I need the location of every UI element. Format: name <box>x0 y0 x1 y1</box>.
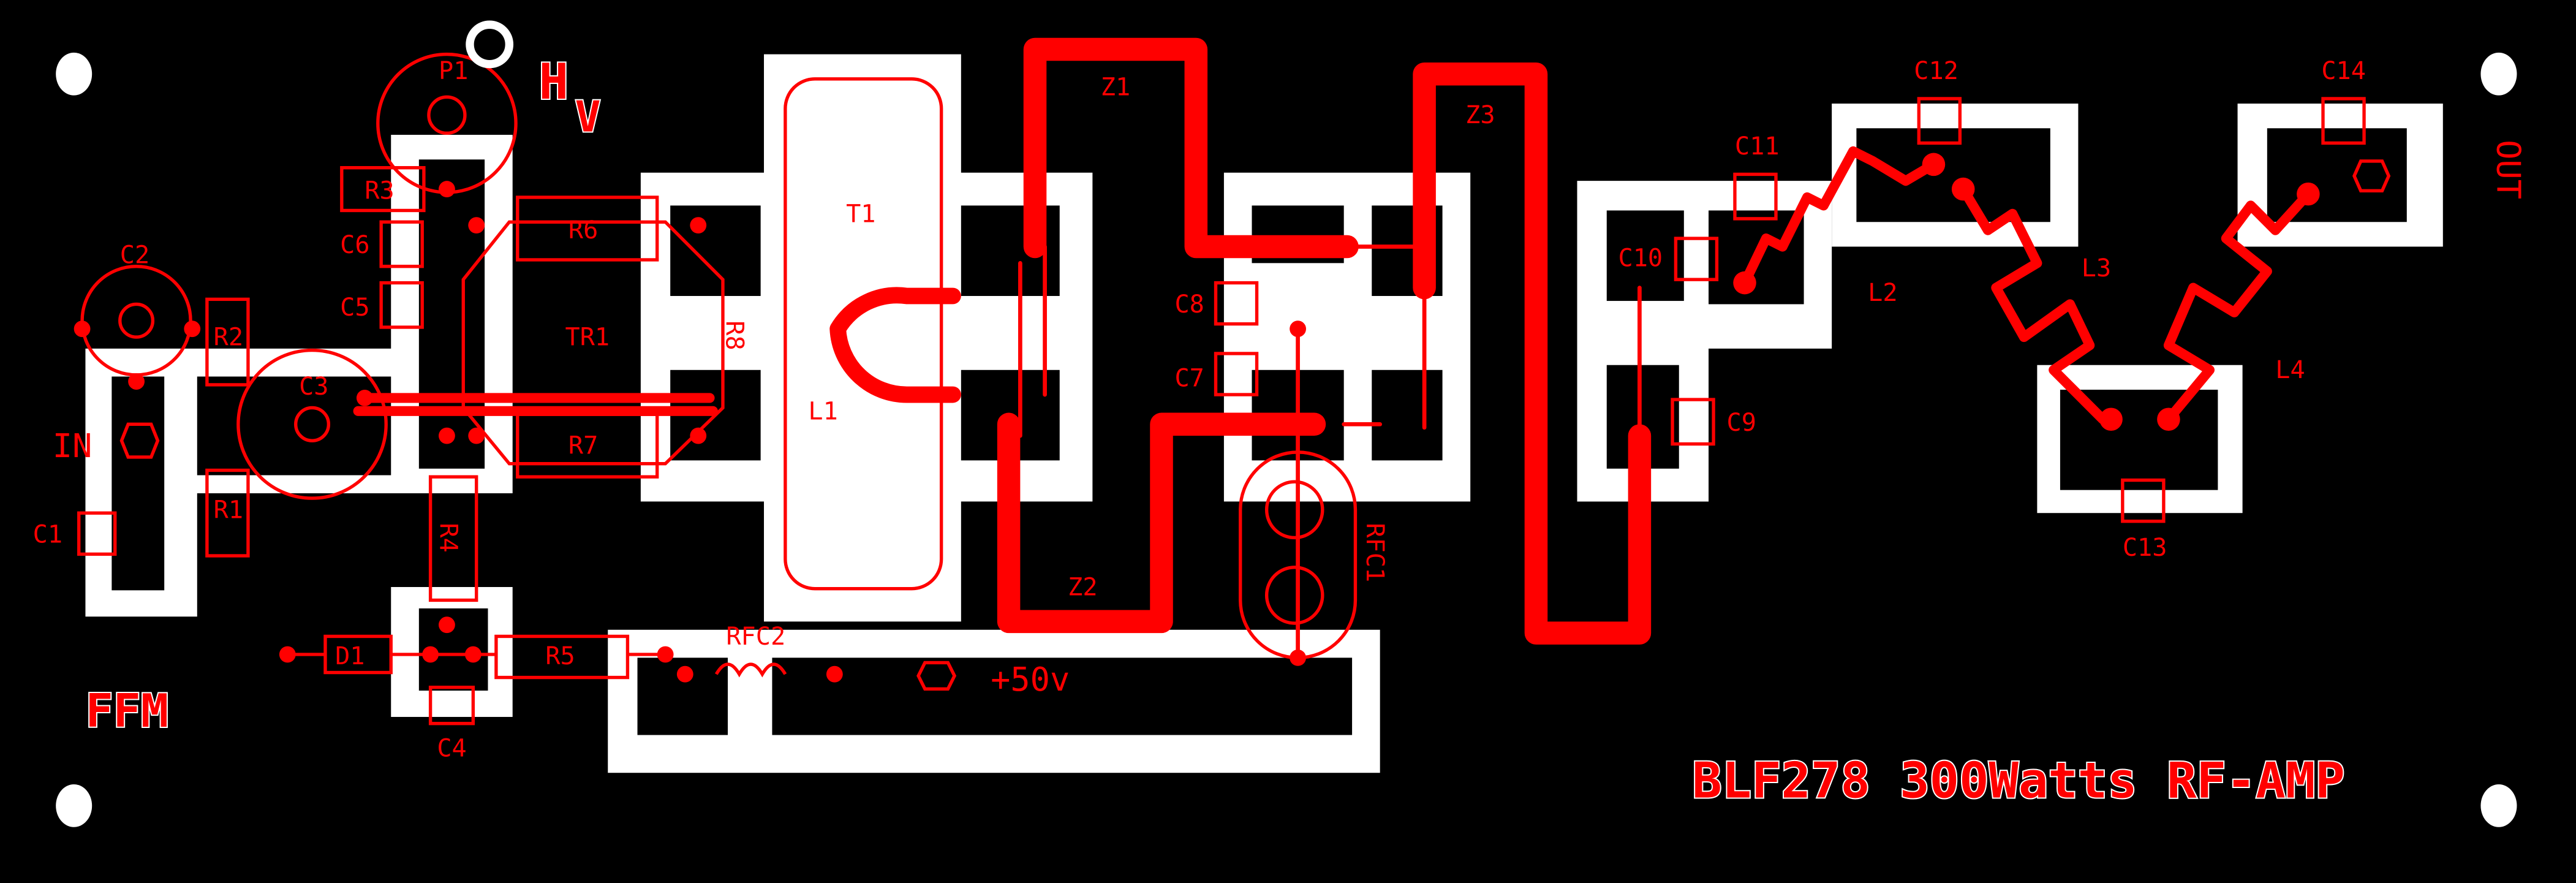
pads <box>74 153 2320 683</box>
output-label: OUT <box>2489 140 2528 199</box>
inductors <box>1739 146 2313 425</box>
label-rfc2: RFC2 <box>726 623 785 651</box>
label-z2: Z2 <box>1068 573 1097 601</box>
hv-mark-h: H <box>539 53 568 110</box>
label-c4: C4 <box>437 734 466 762</box>
label-p1: P1 <box>439 57 468 85</box>
trace-z2 <box>997 412 1326 634</box>
label-c10: C10 <box>1618 244 1663 273</box>
label-c8: C8 <box>1174 290 1204 319</box>
label-c6: C6 <box>340 231 369 259</box>
label-r3: R3 <box>364 177 394 205</box>
label-r4: R4 <box>434 523 463 552</box>
label-c14: C14 <box>2321 57 2366 85</box>
label-l4: L4 <box>2275 356 2305 384</box>
component-labels: P1 C2 C3 R3 C6 C5 R2 R1 C1 R6 R7 TR1 R8 … <box>33 57 2366 763</box>
label-r7: R7 <box>568 432 598 460</box>
label-rfc1: RFC1 <box>1361 523 1389 582</box>
label-c11: C11 <box>1735 132 1780 161</box>
label-r8: R8 <box>720 320 748 350</box>
label-z1: Z1 <box>1101 74 1130 102</box>
label-c7: C7 <box>1174 365 1204 393</box>
label-l3: L3 <box>2082 254 2111 282</box>
trace-z1 <box>1023 37 1359 259</box>
label-d1: D1 <box>335 642 364 670</box>
copper-areas <box>85 54 2443 773</box>
label-c2: C2 <box>120 241 149 269</box>
label-c3: C3 <box>299 373 328 401</box>
label-tr1: TR1 <box>565 324 610 352</box>
component-outlines <box>77 20 2391 726</box>
mounting-holes <box>56 52 2517 827</box>
label-c1: C1 <box>33 521 62 549</box>
label-t1: T1 <box>846 200 875 228</box>
label-r1: R1 <box>214 496 243 524</box>
label-z3: Z3 <box>1465 101 1495 129</box>
author-mark: FFM <box>85 684 168 738</box>
label-c5: C5 <box>340 294 369 322</box>
label-r6: R6 <box>568 216 598 244</box>
board-marks: IN OUT +50v H V FFM BLF278 300Watts RF-A… <box>53 51 2528 811</box>
label-l1: L1 <box>808 397 837 425</box>
label-c12: C12 <box>1914 57 1958 85</box>
input-label: IN <box>53 426 93 465</box>
traces <box>353 37 1652 652</box>
label-c13: C13 <box>2123 534 2167 562</box>
label-r5: R5 <box>545 642 575 670</box>
trace-z3 <box>1413 62 1652 645</box>
label-r2: R2 <box>214 324 243 352</box>
supply-label: +50v <box>991 660 1070 699</box>
hv-mark-v: V <box>575 93 601 142</box>
board-title: BLF278 300Watts RF-AMP <box>1692 751 2344 809</box>
label-l2: L2 <box>1868 279 1897 307</box>
label-c9: C9 <box>1727 409 1756 437</box>
